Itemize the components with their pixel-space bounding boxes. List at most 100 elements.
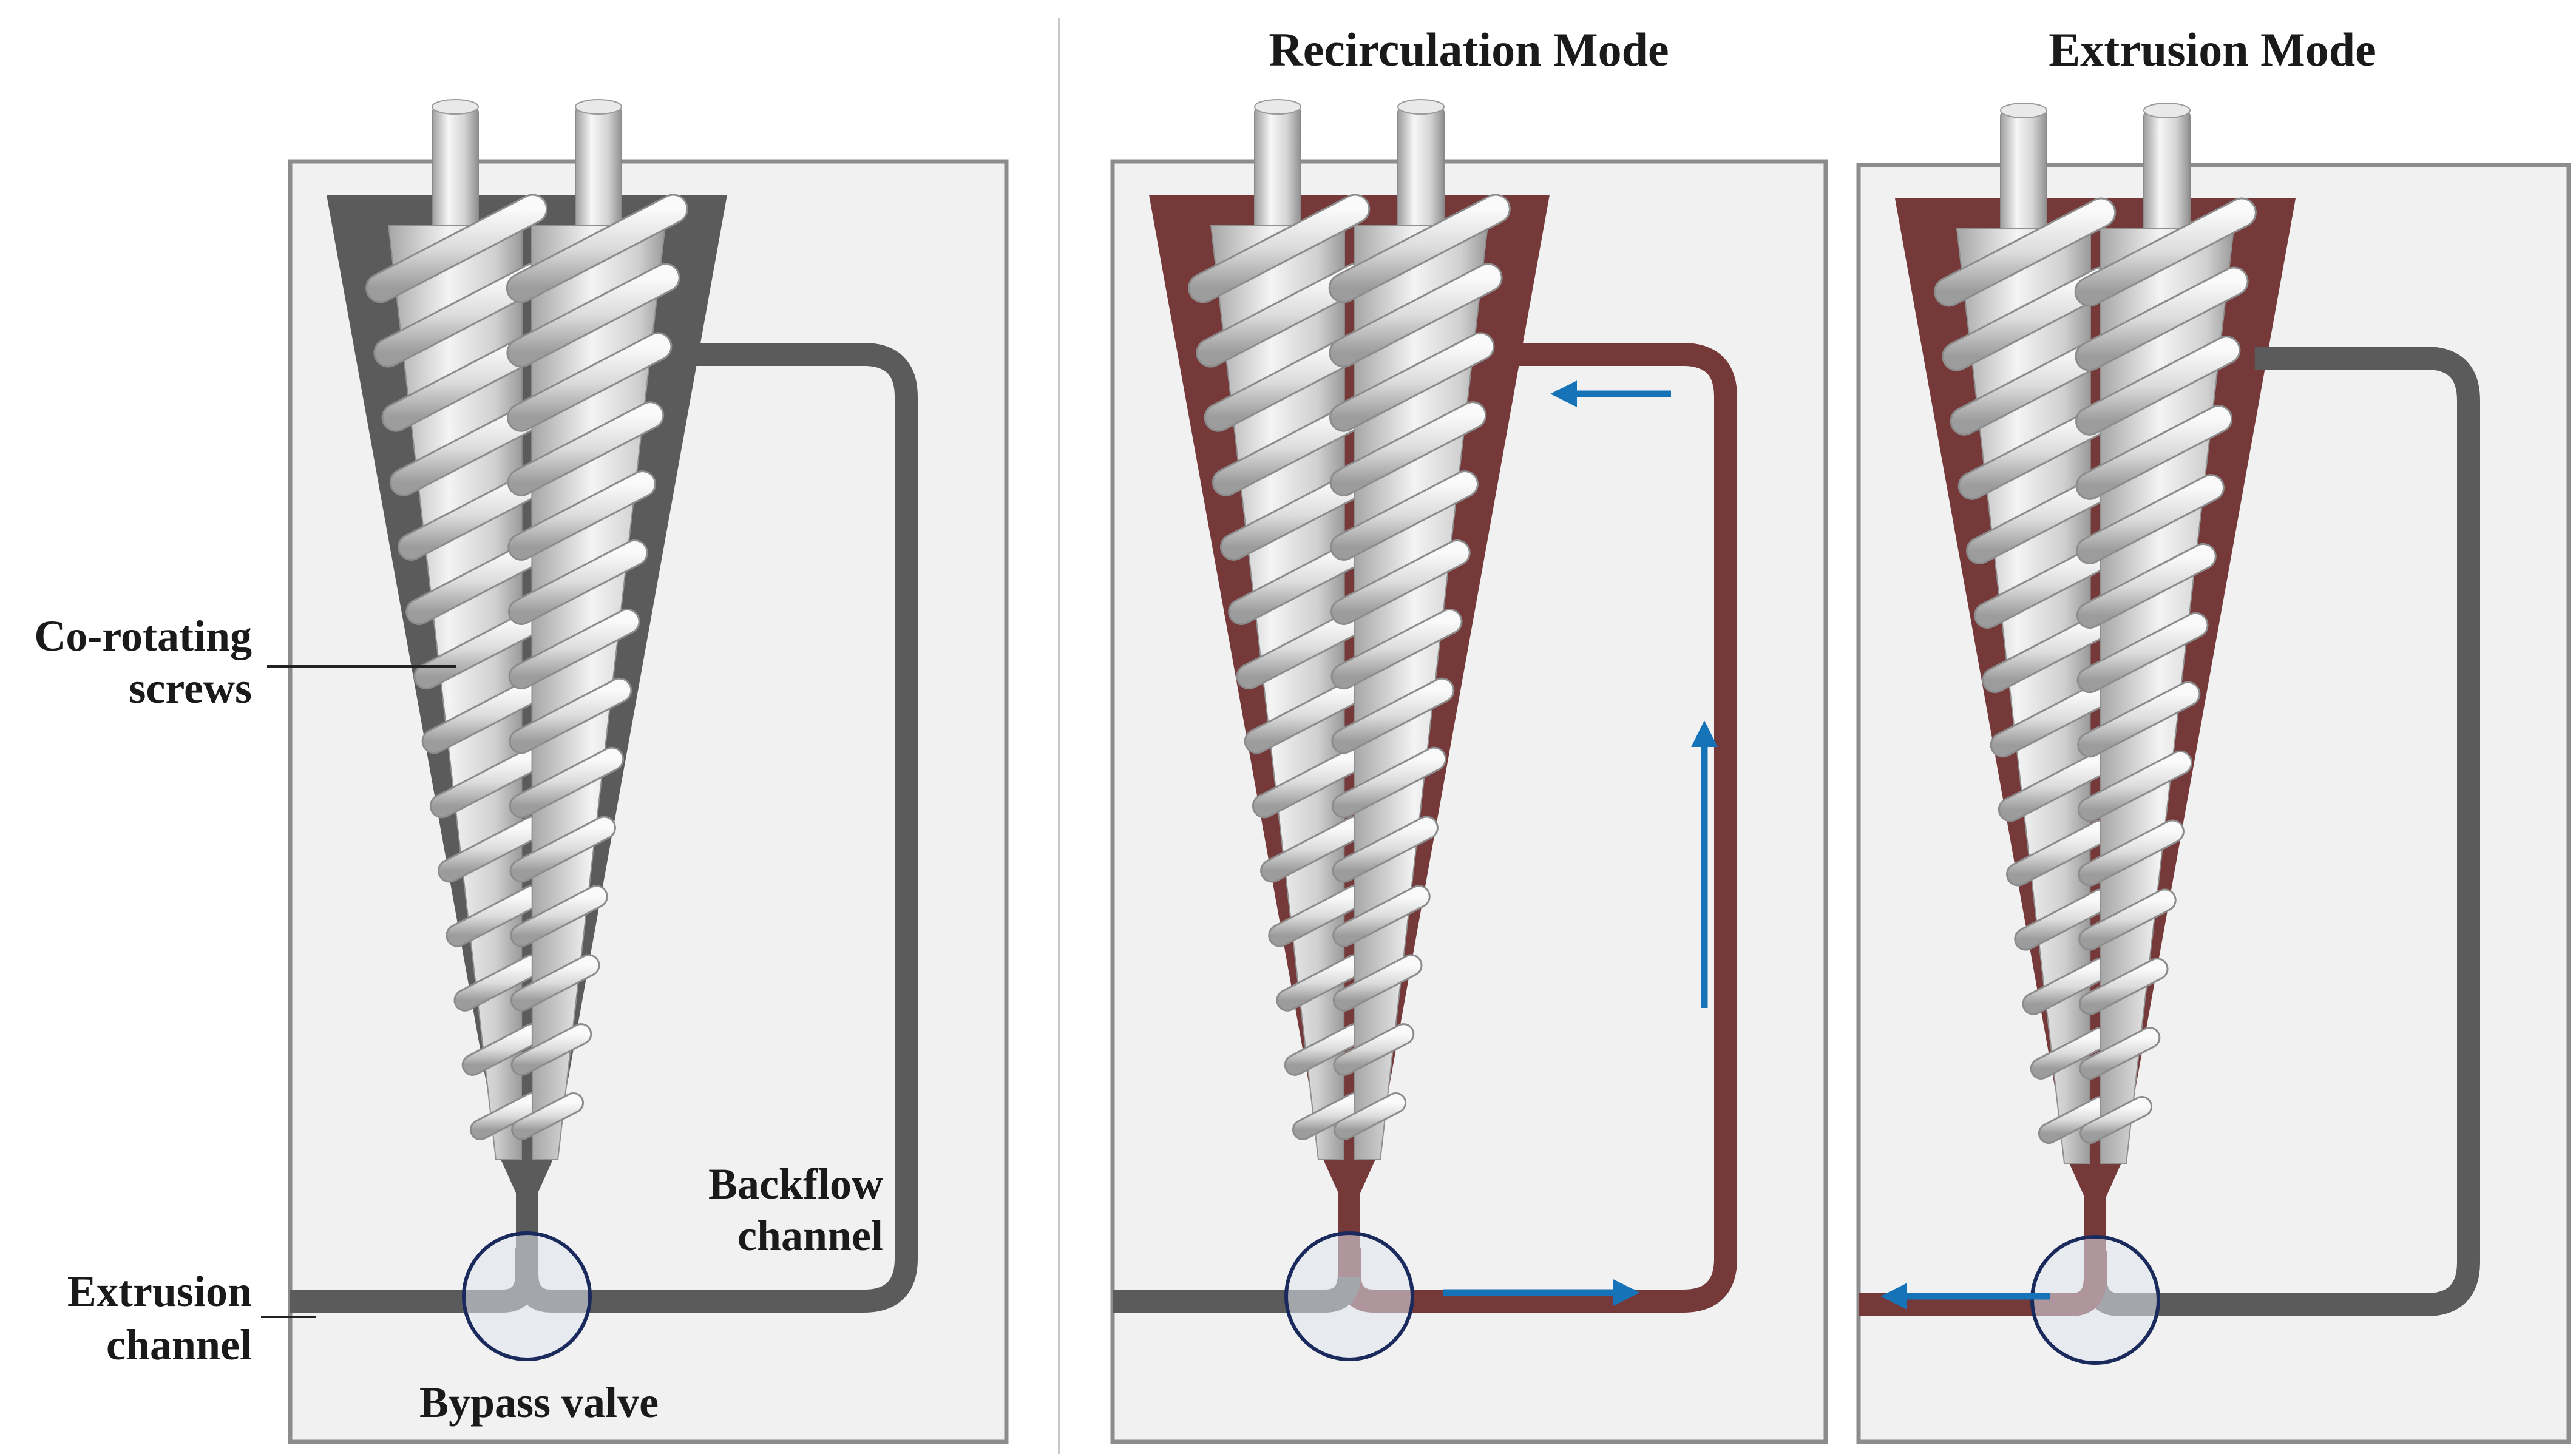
screw-flight [1332,541,1469,624]
drive-shaft [2000,110,2047,235]
screw-flight [1334,887,1429,945]
screw-flight [1190,195,1369,302]
screw-flight [367,195,546,302]
screw-flight [1333,748,1445,817]
screw-left [1188,99,1371,1160]
shaft-end [1397,99,1445,115]
screw-flight [1335,1025,1413,1074]
bypass-valve-label: Bypass valve [419,1378,659,1427]
screw-flight [423,679,543,752]
screw-flight [1936,199,2115,305]
screw-flight [2079,683,2199,756]
screw-flight [2024,959,2110,1013]
bypass-valve [462,1231,592,1361]
screw-flight [1270,887,1364,945]
backflow-channel-label-line1: Backflow [708,1160,883,1208]
screw-flight [1332,472,1477,559]
screw-flight [1967,476,2113,563]
screw-flight [507,195,686,302]
screw-flight [510,679,631,752]
screw-flight [1286,1025,1364,1074]
screw-flight [2078,476,2223,563]
screw-flight [1262,817,1365,881]
screw-flight [513,1094,583,1139]
screw-flight [1238,610,1366,688]
panel-extrusion [1856,103,2571,1444]
screw-flight [2078,544,2215,627]
screw-flight [508,265,679,366]
screw-flight [1253,748,1366,817]
screw-right [506,99,688,1160]
screw-flight [2076,268,2247,370]
screw-flight [1293,1094,1363,1139]
drive-shaft [1397,106,1445,232]
screw-flight [431,748,543,817]
screw-flight [1991,683,2112,756]
extrusion-channel-label-line2: channel [106,1320,252,1369]
screw-flight [471,1094,541,1139]
screw-flight [1334,817,1437,881]
screw-flight [512,956,598,1010]
screw-flight [1221,472,1367,559]
recirculation-mode-title: Recirculation Mode [1269,23,1669,76]
screw-flight [509,472,655,559]
screw-flight [511,817,614,881]
drive-shaft [1254,106,1301,232]
screw-flight [510,748,623,817]
shaft-end [1254,99,1301,115]
screw-flight [509,334,671,430]
backflow-channel-label-line2: channel [737,1211,883,1260]
screw-flight [509,403,663,495]
screw-flight [1331,403,1485,495]
drive-shaft [2143,110,2191,235]
screw-flight [2008,821,2111,885]
screw-flight [1230,541,1367,624]
screw-flight [1976,544,2113,627]
screw-flight [512,1025,591,1074]
screw-flight [1330,265,1501,366]
screw-flight [2078,614,2207,692]
extrusion-channel-label-line1: Extrusion [67,1267,252,1316]
co-rotating-screws-label-line1: Co-rotating [34,612,252,660]
screw-flight [2077,337,2239,434]
screw-flight [2079,821,2183,885]
screw-right [2074,103,2257,1164]
screw-flight [399,472,544,559]
shaft-end [575,99,622,115]
screw-flight [455,956,542,1010]
screw-flight [463,1025,541,1074]
co-rotating-screws-label-line2: screws [129,664,252,712]
panels-group [288,99,2571,1444]
drive-shaft [575,106,622,232]
panel-overview [288,99,1009,1444]
screw-flight [447,887,542,945]
screw-flight [2081,1029,2159,1078]
screw-flight [2080,890,2175,949]
bypass-valve [1284,1231,1414,1361]
screw-flight [1334,956,1421,1010]
shaft-end [432,99,479,115]
screw-flight [2081,1097,2151,1143]
screw-flight [2032,1029,2110,1078]
shaft-end [2143,103,2191,118]
screw-flight [512,887,606,945]
extrusion-mode-title: Extrusion Mode [2049,23,2376,76]
screw-flight [1331,334,1493,430]
screw-flight [510,610,639,688]
panel-recirculation [1110,99,1828,1444]
drive-shaft [432,106,479,232]
screw-flight [2079,752,2191,820]
screw-flight [2016,890,2110,949]
screw-flight [1984,614,2112,692]
screw-flight [2039,1097,2109,1143]
screw-flight [1278,956,1364,1010]
shaft-end [2000,103,2047,118]
screw-flight [1246,679,1366,752]
screw-flight [2077,407,2231,498]
screw-right [1328,99,1511,1160]
screw-flight [1999,752,2112,820]
screw-flight [407,541,544,624]
screw-flight [2080,959,2167,1013]
screw-flight [439,817,543,881]
